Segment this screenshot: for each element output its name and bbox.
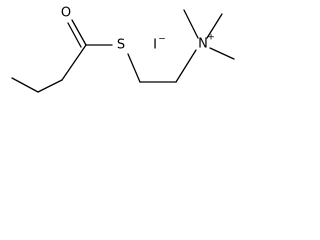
- bond-c2-c3: [37, 79, 63, 93]
- oxygen-label: O: [61, 6, 71, 21]
- nitrogen-label: N: [198, 37, 208, 52]
- iodide-charge: −: [158, 35, 166, 45]
- bond-s-ch2: [127, 53, 141, 83]
- bond-n-methyl-top: [183, 9, 199, 39]
- bond-ch2-n: [175, 49, 197, 83]
- bond-carbonyl-2: [67, 22, 82, 48]
- bond-n-methyl-right-top: [206, 13, 223, 39]
- chemical-structure-canvas: O S I − N +: [0, 0, 241, 115]
- bond-c1-c2: [11, 77, 39, 93]
- bond-c3-c4: [61, 44, 87, 81]
- bond-n-methyl-right: [209, 47, 235, 60]
- bond-carbonyl-1: [71, 19, 87, 46]
- butyrylthiocholine-iodide-structure: O S I − N +: [11, 6, 235, 93]
- ammonium-charge: +: [207, 33, 215, 43]
- sulfur-label: S: [117, 38, 125, 53]
- iodine-label: I: [153, 38, 157, 53]
